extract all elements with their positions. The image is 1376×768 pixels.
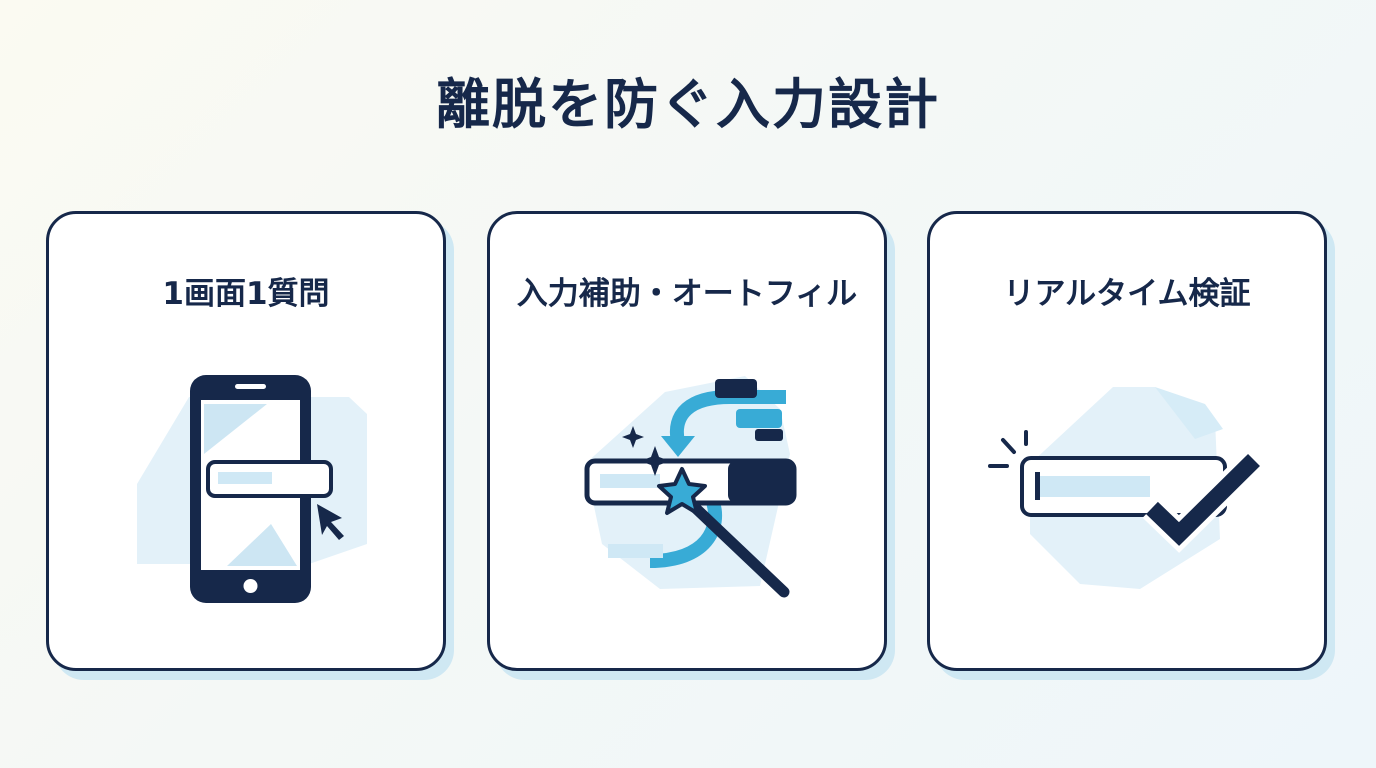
- suggestion-bubble-bottom: [755, 429, 783, 441]
- signal-line-diagonal: [1001, 438, 1016, 454]
- phone-home-button: [243, 579, 258, 593]
- magic-wand-autofill-icon: [584, 376, 797, 598]
- suggestion-bubble-middle: [736, 409, 782, 428]
- card-title: 1画面1質問: [162, 276, 330, 312]
- checkmark-stroke: [1146, 453, 1260, 546]
- wand-star-icon: [657, 467, 707, 515]
- background-shape-corner: [1155, 387, 1223, 439]
- input-field-fill: [218, 472, 272, 484]
- input-field-fill: [600, 474, 660, 488]
- text-cursor: [1035, 472, 1040, 500]
- screen-decor-top: [204, 404, 267, 454]
- card-title: 入力補助・オートフィル: [516, 276, 858, 312]
- input-field-fill: [1038, 476, 1150, 497]
- cursor-icon: [317, 504, 344, 540]
- suggestion-bubble-top: [715, 379, 757, 398]
- lower-arc-shadow: [608, 544, 663, 558]
- card-one-screen-one-question: 1画面1質問: [46, 211, 446, 671]
- phone-speaker: [235, 384, 266, 389]
- arrow-head: [661, 436, 695, 457]
- card-realtime-validation: リアルタイム検証: [927, 211, 1327, 671]
- checkmark-validation-icon: [988, 387, 1264, 589]
- lower-arc: [649, 496, 723, 568]
- card-title: リアルタイム検証: [1003, 276, 1251, 312]
- input-field-filled-part: [728, 461, 794, 503]
- screen-decor-bottom: [227, 524, 297, 566]
- sparkle-large-icon: [640, 446, 670, 476]
- sparkle-small-icon: [622, 426, 644, 448]
- card-input-assist-autofill: 入力補助・オートフィル: [487, 211, 887, 671]
- smartphone-single-field-icon: [137, 375, 367, 603]
- page-title: 離脱を防ぐ入力設計: [436, 73, 940, 136]
- wand-stick: [680, 493, 790, 598]
